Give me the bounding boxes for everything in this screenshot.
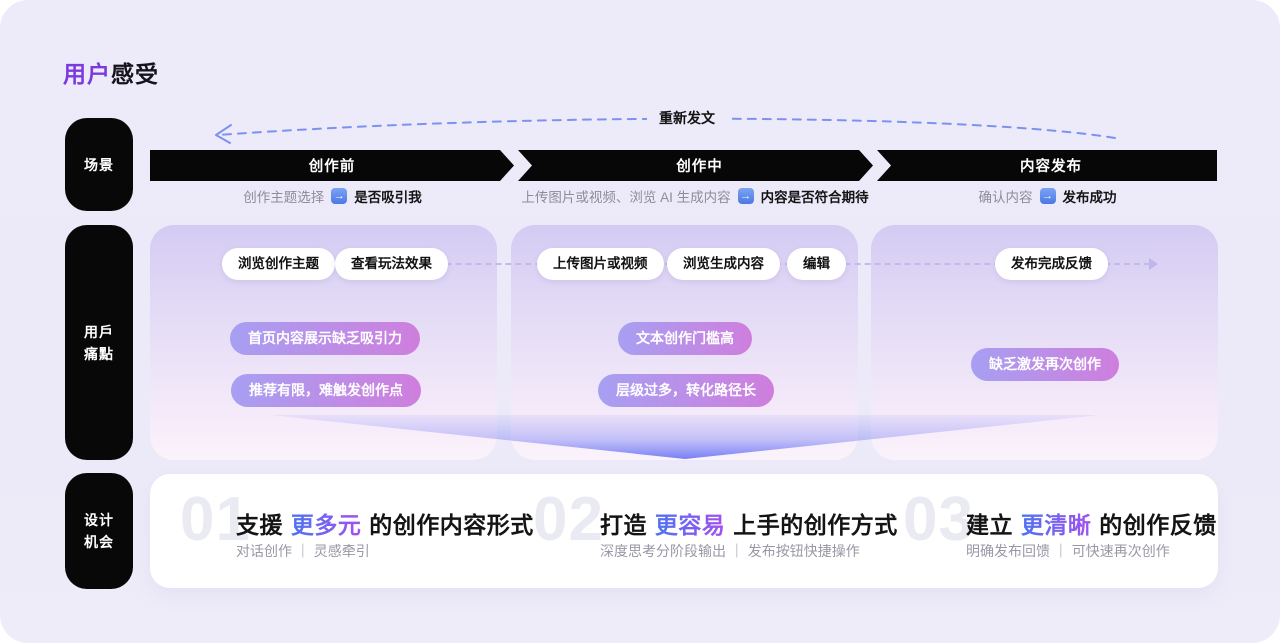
stage-banner-publish-label: 内容发布 — [1020, 159, 1082, 175]
stage-caption-1: 创作主题选择 → 是否吸引我 — [150, 187, 515, 205]
stage-banner-publish: 内容发布 — [877, 150, 1217, 181]
caption-3-feeling: 发布成功 — [1062, 190, 1117, 205]
arrow-left-icon — [215, 124, 232, 144]
opportunity-heading-post: 的创作反馈 — [1092, 512, 1217, 538]
pain-chip: 首页内容展示缺乏吸引力 — [230, 322, 420, 355]
opportunity-number: 03 — [903, 485, 974, 554]
rail-opp-line1: 设计 — [84, 512, 114, 528]
opportunity-subtext: 明确发布回馈 ｜ 可快速再次创作 — [966, 543, 1170, 559]
page-title-rest: 感受 — [111, 61, 159, 87]
opportunity-heading: 支援 更多元 的创作内容形式 — [236, 506, 534, 540]
stage-caption-2: 上传图片或视频、浏览 AI 生成内容 → 内容是否符合期待 — [515, 187, 875, 205]
opportunity-heading-em: 更多元 — [290, 512, 362, 538]
stage-banner-creating-label: 创作中 — [676, 159, 723, 175]
opportunity-heading-pre: 支援 — [236, 512, 290, 538]
arrow-right-icon: → — [737, 188, 754, 204]
opportunity-subtext: 对话创作 ｜ 灵感牵引 — [236, 543, 370, 559]
page-title-highlight: 用户 — [63, 61, 111, 87]
opportunity-heading-pre: 建立 — [966, 512, 1020, 538]
opportunity-subtext: 深度思考分阶段输出 ｜ 发布按钮快捷操作 — [600, 543, 860, 559]
arrow-head-icon — [1149, 258, 1158, 270]
action-chip: 浏览创作主题 — [222, 248, 335, 280]
opportunity-heading-em: 更清晰 — [1020, 512, 1092, 538]
rail-pain-line1: 用戶 — [84, 323, 114, 340]
stage-banner-creating: 创作中 — [518, 150, 873, 181]
opportunity-number: 02 — [533, 485, 604, 554]
funnel-chevron-icon — [270, 415, 1100, 459]
caption-2-feeling: 内容是否符合期待 — [760, 190, 869, 205]
rail-label-user-pain: 用戶 痛點 — [65, 225, 133, 460]
caption-3-action: 确认内容 — [978, 190, 1033, 205]
caption-1-action: 创作主题选择 — [243, 190, 325, 205]
loop-label: 重新发文 — [647, 108, 727, 128]
rail-scene-text: 场景 — [84, 156, 114, 173]
opportunity-heading: 打造 更容易 上手的创作方式 — [600, 506, 898, 540]
caption-1-feeling: 是否吸引我 — [354, 190, 422, 205]
action-chip: 发布完成反馈 — [995, 248, 1108, 280]
stage-banner-pre-creation: 创作前 — [150, 150, 514, 181]
stage-banner-pre-creation-label: 创作前 — [308, 159, 356, 175]
action-chip: 上传图片或视频 — [537, 248, 664, 280]
page-title: 用户感受 — [63, 55, 159, 89]
rail-pain-line2: 痛點 — [84, 345, 114, 362]
opportunity-heading-post: 上手的创作方式 — [726, 512, 898, 538]
opportunity-number: 01 — [180, 485, 251, 554]
action-chip: 查看玩法效果 — [335, 248, 448, 280]
rail-label-scene: 场景 — [65, 118, 133, 211]
opportunity-heading: 建立 更清晰 的创作反馈 — [966, 506, 1217, 540]
opportunity-heading-pre: 打造 — [600, 512, 654, 538]
opportunity-heading-em: 更容易 — [654, 512, 726, 538]
caption-2-action: 上传图片或视频、浏览 AI 生成内容 — [521, 190, 731, 205]
pain-chip: 缺乏激发再次创作 — [971, 348, 1119, 381]
rail-label-design-opportunity: 设计 机会 — [65, 473, 133, 589]
pain-chip: 层级过多，转化路径长 — [598, 374, 774, 407]
pain-chip: 文本创作门槛高 — [618, 322, 752, 355]
loop-arc — [215, 117, 1116, 144]
rail-opp-line2: 机会 — [84, 534, 114, 550]
arrow-right-icon: → — [331, 188, 348, 204]
design-opportunities-card — [150, 474, 1218, 588]
opportunity-heading-post: 的创作内容形式 — [362, 512, 534, 538]
action-chip: 浏览生成内容 — [667, 248, 780, 280]
arrow-right-icon: → — [1039, 188, 1056, 204]
pain-chip: 推荐有限，难触发创作点 — [231, 374, 421, 407]
stage-caption-3: 确认内容 → 发布成功 — [875, 187, 1220, 205]
action-chip: 编辑 — [787, 248, 846, 280]
